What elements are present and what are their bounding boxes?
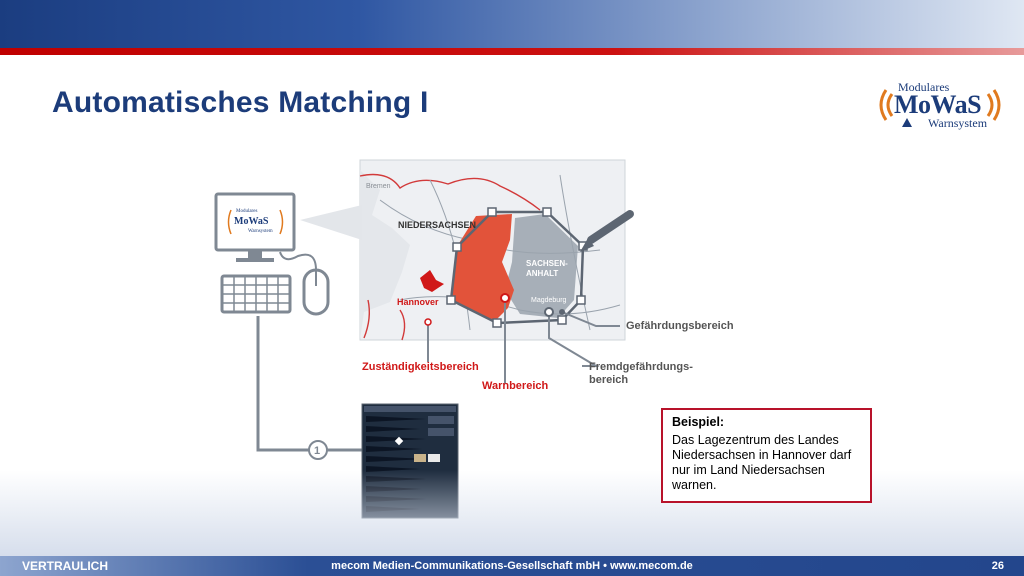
hazard-area [505, 214, 578, 318]
footer-bar: VERTRAULICH mecom Medien-Communikations-… [0, 556, 1024, 576]
header-band [0, 0, 1024, 48]
map-city-hannover: Hannover [397, 297, 439, 307]
monitor-logo-bottom: Warnsystem [248, 229, 273, 234]
logo-bottom-text: Warnsystem [928, 116, 988, 130]
footer-page-number: 26 [991, 560, 1004, 572]
monitor-waves-icon [227, 209, 284, 235]
slide-title: Automatisches Matching I [52, 86, 429, 119]
example-box: Beispiel: Das Lagezentrum des Landes Nie… [661, 408, 872, 503]
logo-main-text: MoWaS [894, 90, 982, 119]
label-zustaendigkeitsbereich: Zuständigkeitsbereich [362, 361, 479, 373]
warn-area [452, 214, 514, 322]
monitor-logo-main: MoWaS [234, 216, 269, 227]
hannover-marker [420, 270, 444, 292]
connector-line [256, 316, 362, 452]
step-marker [308, 440, 328, 460]
map-state-niedersachsen: NIEDERSACHSEN [398, 220, 476, 230]
map-state-sachsen-anhalt-2: ANHALT [526, 269, 558, 278]
computer-icon [214, 192, 330, 316]
footer-company: mecom Medien-Communikations-Gesellschaft… [331, 560, 693, 572]
label-fremdgefaehrdungsbereich-2: bereich [589, 374, 629, 386]
label-warnbereich: Warnbereich [482, 380, 549, 392]
pen-icon [580, 210, 634, 252]
example-text: Das Lagezentrum des Landes Niedersachsen… [672, 433, 852, 492]
header-red-line [0, 48, 1024, 55]
callout-wedge [300, 205, 362, 240]
monitor-logo-top: Modulares [236, 209, 257, 214]
example-heading: Beispiel: [672, 415, 725, 429]
footer-confidential: VERTRAULICH [22, 559, 108, 573]
map-city-bremen: Bremen [366, 183, 391, 190]
label-fremdgefaehrdungsbereich-1: Fremdgefährdungs- [589, 361, 693, 373]
step-number: 1 [314, 445, 320, 457]
logo-top-text: Modulares [898, 80, 950, 94]
mowas-logo: Modulares MoWaS Warnsystem [872, 78, 1008, 132]
signal-waves-icon [879, 89, 1001, 127]
map-city-magdeburg: Magdeburg [531, 297, 567, 304]
label-gefaehrdungsbereich: Gefährdungsbereich [626, 320, 734, 332]
map-state-sachsen-anhalt-1: SACHSEN- [526, 259, 568, 268]
